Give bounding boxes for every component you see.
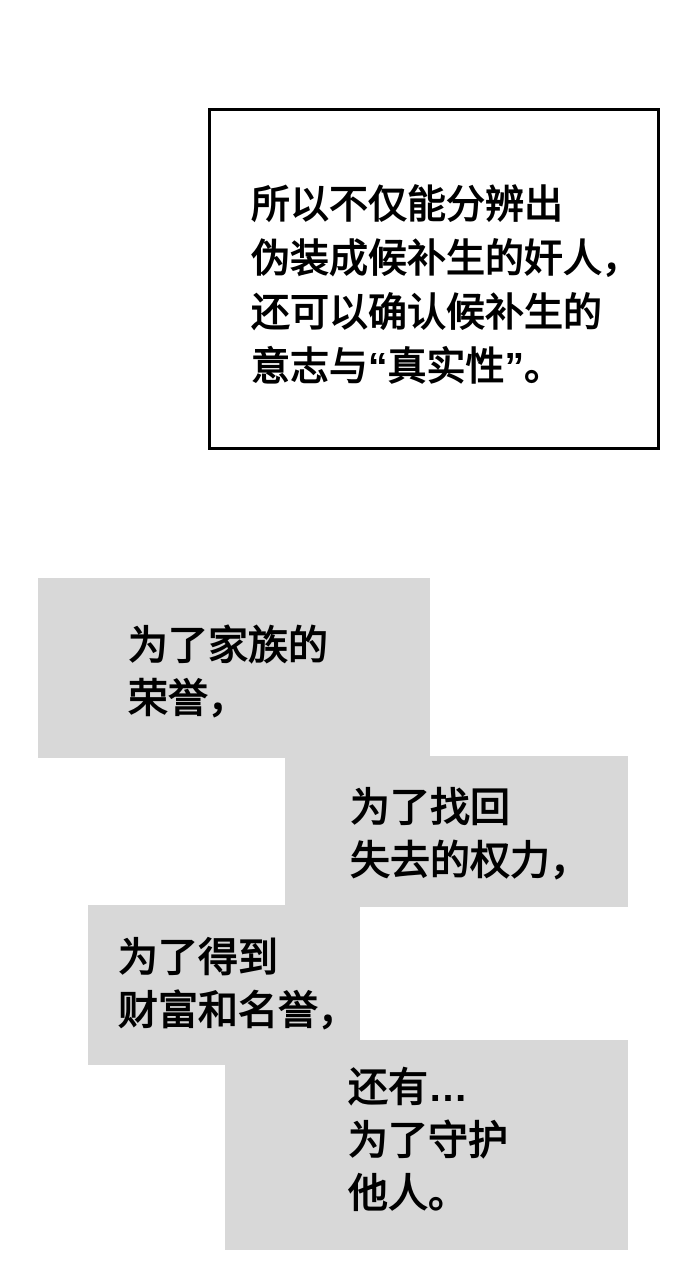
narration-text-power: 为了找回 失去的权力， (350, 786, 590, 883)
narration-panel-wealth (88, 905, 360, 1065)
narration-panel-power (285, 756, 628, 907)
narration-panel-family (38, 578, 430, 758)
caption-text: 所以不仅能分辨出 伪装成候补生的奸人， 还可以确认候补生的 意志与“真实性”。 (251, 184, 642, 389)
narration-text-wealth: 为了得到 财富和名誉， (118, 936, 358, 1033)
narration-text-family: 为了家族的 荣誉， (128, 624, 328, 721)
narration-text-protect: 还有… 为了守护 他人。 (348, 1066, 508, 1216)
narration-panel-protect (225, 1040, 628, 1250)
caption-box: 所以不仅能分辨出 伪装成候补生的奸人， 还可以确认候补生的 意志与“真实性”。 (208, 108, 660, 450)
